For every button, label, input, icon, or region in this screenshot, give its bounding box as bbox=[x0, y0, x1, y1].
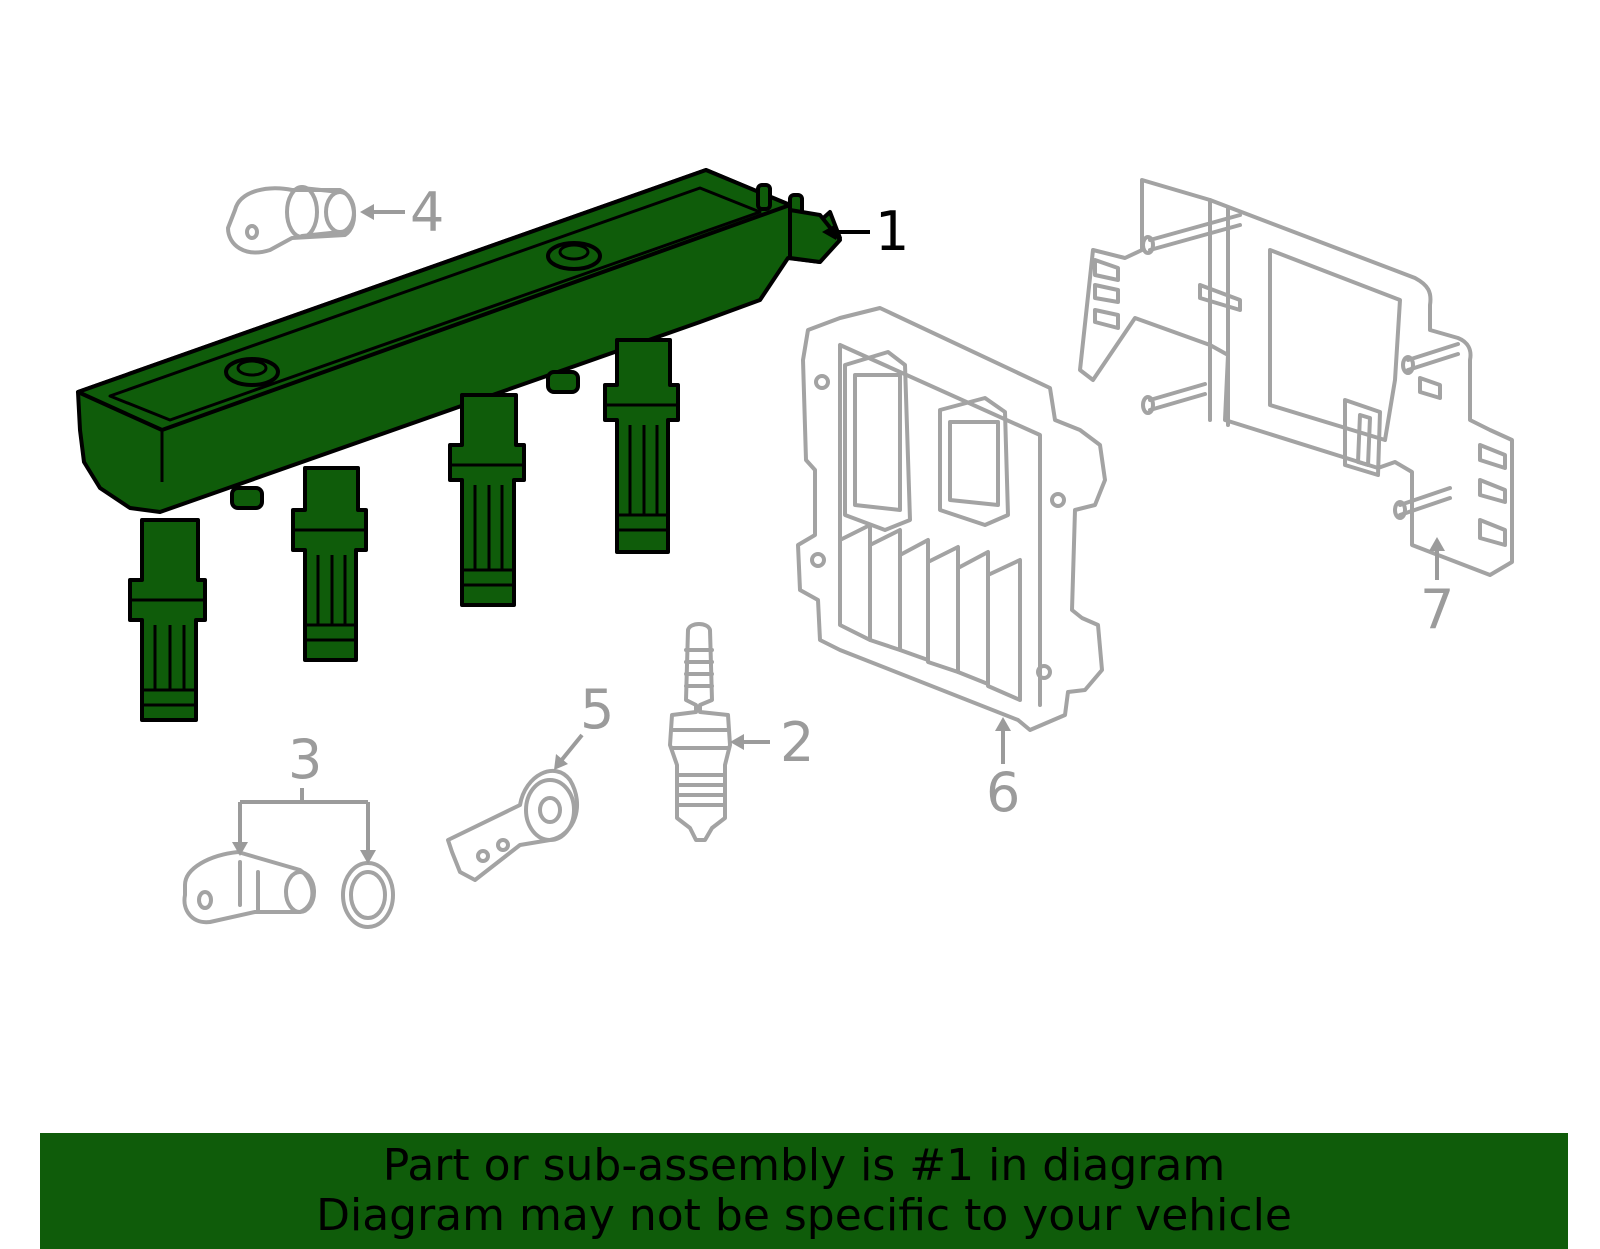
banner-line-2: Diagram may not be specific to your vehi… bbox=[316, 1190, 1292, 1241]
callout-2: 2 bbox=[780, 711, 814, 774]
part-3-sensor-and-seal[interactable] bbox=[182, 850, 395, 929]
callout-1: 1 bbox=[875, 200, 909, 263]
part-7-bracket[interactable] bbox=[1078, 178, 1514, 577]
coil-tube-4 bbox=[603, 338, 680, 554]
part-6-control-module[interactable] bbox=[796, 306, 1107, 732]
part-5-knock-sensor[interactable] bbox=[446, 768, 580, 882]
callout-3: 3 bbox=[288, 728, 322, 791]
banner-line-1: Part or sub-assembly is #1 in diagram bbox=[382, 1140, 1226, 1191]
callout-7: 7 bbox=[1420, 578, 1454, 641]
callout-6: 6 bbox=[986, 761, 1020, 824]
callout-4: 4 bbox=[410, 181, 444, 244]
coil-tube-2 bbox=[291, 466, 368, 662]
part-4-sensor[interactable] bbox=[226, 185, 357, 255]
info-banner: Part or sub-assembly is #1 in diagram Di… bbox=[40, 1133, 1568, 1249]
part-2-spark-plug[interactable] bbox=[668, 622, 732, 842]
part-1-ignition-coil[interactable] bbox=[76, 168, 842, 722]
callout-5: 5 bbox=[580, 678, 614, 741]
coil-tube-1 bbox=[128, 518, 207, 722]
coil-tube-3 bbox=[448, 393, 526, 607]
callout-arrows bbox=[232, 204, 1445, 864]
